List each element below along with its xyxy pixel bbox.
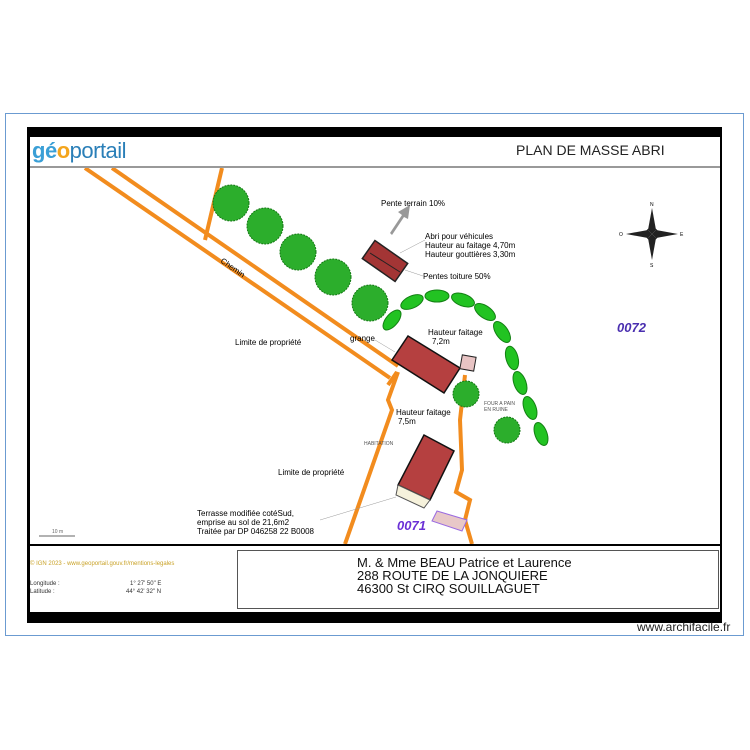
tree-icon: [351, 284, 389, 322]
logo-part: o: [56, 138, 70, 163]
copyright[interactable]: © IGN 2023 - www.geoportail.gouv.fr/ment…: [30, 561, 174, 567]
tree-icon: [246, 207, 284, 245]
compass-o: O: [619, 232, 623, 238]
pentes-toiture-label: Pentes toiture 50%: [423, 272, 491, 281]
parcel-0071-label: 0071: [397, 518, 426, 533]
plan-footer: © IGN 2023 - www.geoportail.gouv.fr/ment…: [30, 546, 720, 612]
abri-label-1: Abri pour véhicules: [425, 232, 493, 241]
trees: [212, 184, 521, 444]
abri-roof: [361, 239, 409, 283]
tree-icon: [212, 184, 250, 222]
scale-label: 10 m: [52, 529, 63, 535]
four-a-pain: [459, 354, 477, 372]
grange-building: [390, 334, 477, 395]
terrasse: [395, 484, 431, 509]
logo-part: portail: [69, 138, 127, 163]
property-line: [386, 370, 399, 387]
logo-part: gé: [32, 138, 57, 163]
latitude-label: Latitude :: [30, 589, 55, 595]
terrasse-label-2: emprise au sol de 21,6m2: [197, 518, 290, 527]
four-label-1: FOUR A PAIN: [484, 401, 515, 407]
compass-s: S: [650, 263, 654, 269]
tree-icon: [493, 416, 521, 444]
pente-terrain-label: Pente terrain 10%: [381, 199, 445, 208]
hedge: [382, 289, 549, 446]
abri-building: [361, 239, 409, 283]
tree-icon: [279, 233, 317, 271]
leader-line: [374, 339, 396, 353]
grange-height-label-2: 7,2m: [432, 337, 450, 346]
tree-icon: [314, 258, 352, 296]
limite-propriete-label-2: Limite de propriété: [278, 468, 345, 477]
limite-propriete-label-1: Limite de propriété: [235, 338, 302, 347]
tree-icon: [452, 380, 480, 408]
grange-roof: [390, 334, 462, 395]
owner-city: 46300 St CIRQ SOUILLAGUET: [357, 581, 540, 596]
leader-line: [399, 239, 426, 254]
parcel-0072-label: 0072: [617, 320, 647, 335]
habitation-building: [395, 433, 455, 509]
grange-height-label-1: Hauteur faitage: [428, 328, 483, 337]
abri-label-2: Hauteur au faitage 4,70m: [425, 241, 516, 250]
habitation-height-label-2: 7,5m: [398, 417, 416, 426]
map-svg: Chemin Pente terrain 10% Abri pour véhic…: [39, 166, 684, 545]
chemin-edge: [110, 166, 400, 368]
longitude-label: Longitude :: [30, 581, 60, 587]
terrasse-label-3: Traitée par DP 046258 22 B0008: [197, 527, 315, 536]
document-border: [5, 113, 744, 636]
latitude-value: 44° 42' 32" N: [126, 589, 162, 595]
slope-arrow-icon: [390, 205, 410, 235]
habitation-label: HABITATION: [364, 441, 394, 447]
site-plan-map: Chemin Pente terrain 10% Abri pour véhic…: [30, 166, 720, 545]
leader-line: [319, 496, 397, 521]
compass-rose-icon: N S E O: [619, 202, 684, 269]
terrasse-label-1: Terrasse modifiée cotéSud,: [197, 509, 294, 518]
leader-line: [404, 269, 424, 277]
parcel-0071-shape: [431, 510, 468, 532]
habitation-height-label-1: Hauteur faitage: [396, 408, 451, 417]
roof-ridge: [369, 252, 401, 273]
abri-label-3: Hauteur gouttières 3,30m: [425, 250, 516, 259]
geoportail-logo: géoportail: [32, 138, 127, 164]
watermark: www.archifacile.fr: [637, 620, 731, 634]
copyright-link[interactable]: © IGN 2023 - www.geoportail.gouv.fr/ment…: [30, 561, 175, 567]
four-label-2: EN RUINE: [484, 407, 509, 413]
compass-e: E: [680, 232, 684, 238]
grange-label: grange: [350, 334, 375, 343]
owner-address: 288 ROUTE DE LA JONQUIERE: [357, 568, 548, 583]
property-line: [343, 371, 400, 545]
page-title: PLAN DE MASSE ABRI: [516, 142, 665, 158]
plan-header: géoportail PLAN DE MASSE ABRI: [30, 137, 720, 168]
owner-block: M. & Mme BEAU Patrice et Laurence 288 RO…: [237, 550, 719, 609]
compass-n: N: [650, 202, 654, 208]
scale-bar: 10 m: [39, 529, 75, 537]
chemin-edge: [83, 166, 392, 380]
owner-name: M. & Mme BEAU Patrice et Laurence: [357, 555, 572, 570]
longitude-value: 1° 27' 50" E: [130, 581, 162, 587]
arrow-slope: [390, 205, 410, 235]
